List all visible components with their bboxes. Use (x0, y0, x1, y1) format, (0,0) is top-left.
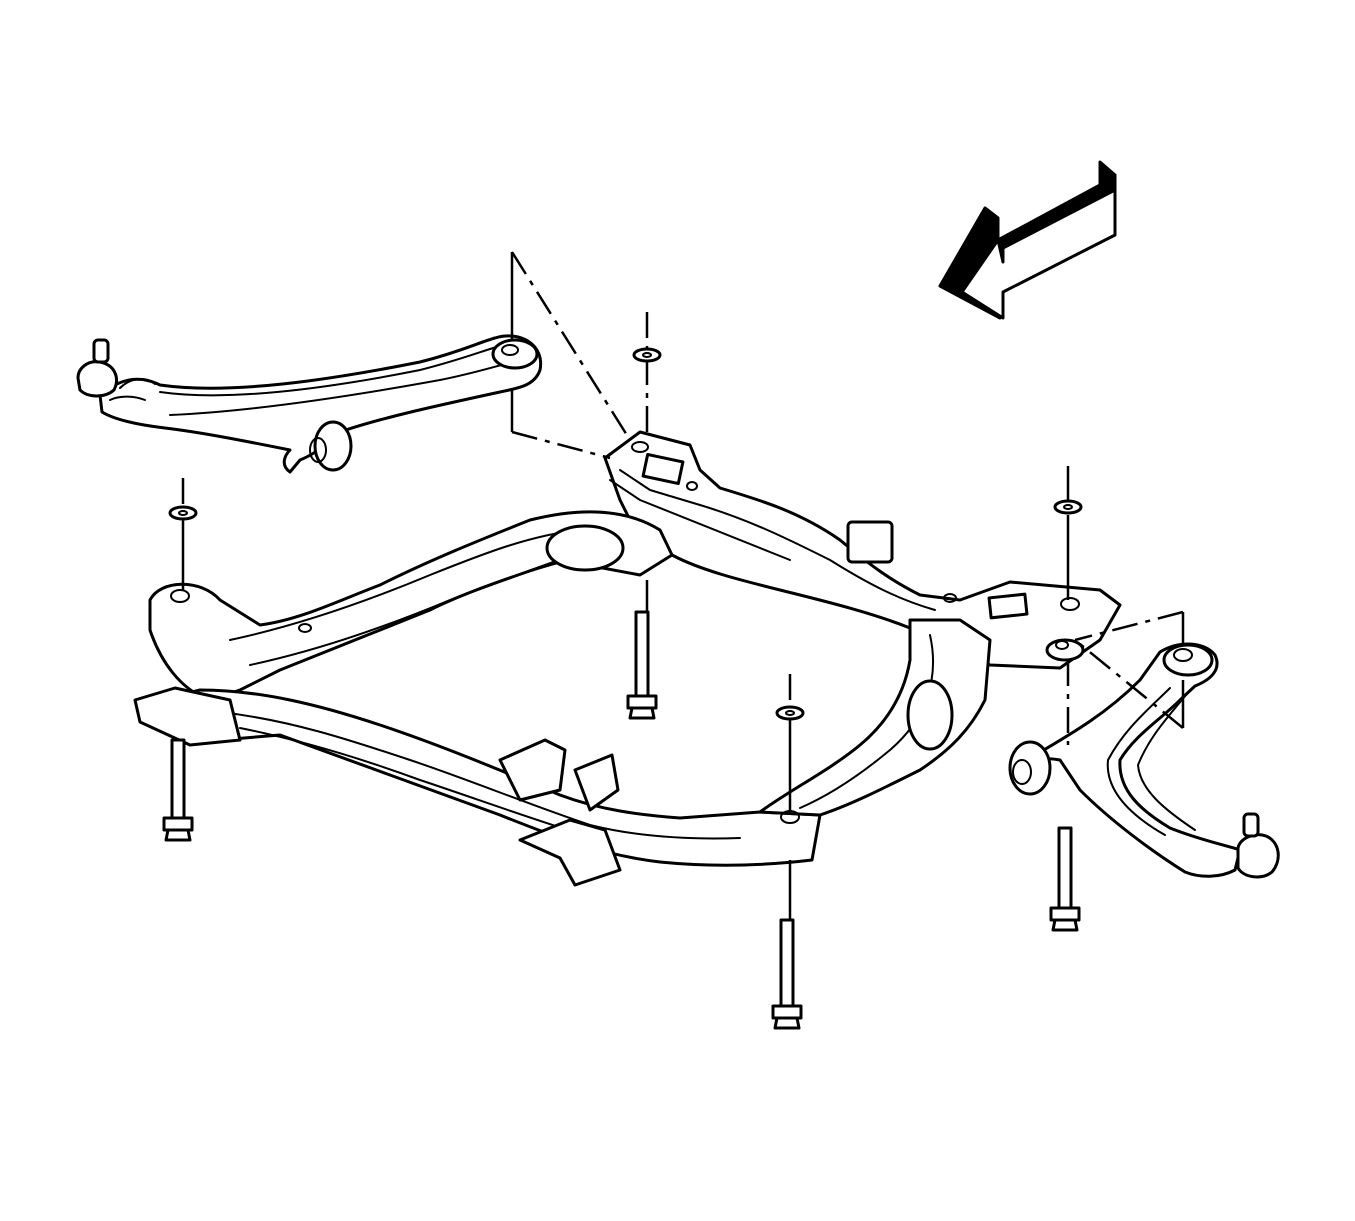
subframe-bolt (162, 610, 803, 1030)
left-lower-control-arm (76, 334, 543, 474)
control-arm-bolt (1049, 826, 1081, 932)
right-lower-control-arm (1008, 642, 1280, 879)
subframe-cradle (133, 430, 1122, 887)
leader-lines (178, 251, 1185, 920)
washer (168, 347, 1083, 721)
front-direction-arrow (938, 160, 1117, 320)
